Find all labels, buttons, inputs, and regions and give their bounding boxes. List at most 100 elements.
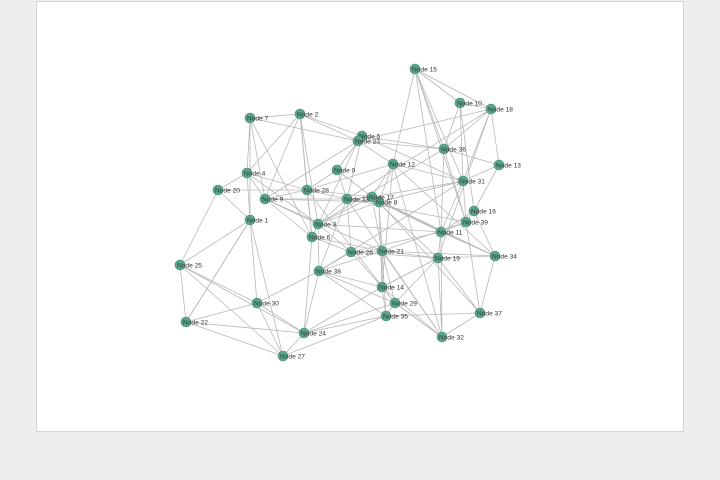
node-12[interactable]: Node 12 xyxy=(387,158,415,170)
node-circle[interactable] xyxy=(298,327,310,339)
node-circle[interactable] xyxy=(180,316,192,328)
node-circle[interactable] xyxy=(366,191,378,203)
node-29[interactable]: Node 29 xyxy=(389,297,417,309)
edge-36-11 xyxy=(440,148,445,233)
node-20[interactable]: Node 20 xyxy=(212,184,240,196)
node-16[interactable]: Node 16 xyxy=(468,205,496,217)
node-circle[interactable] xyxy=(312,218,324,230)
edge-31-39 xyxy=(462,180,467,223)
node-24[interactable]: Node 24 xyxy=(298,327,326,339)
node-circle[interactable] xyxy=(212,184,224,196)
node-circle[interactable] xyxy=(493,159,505,171)
node-11[interactable]: Node 11 xyxy=(435,226,463,238)
node-35[interactable]: Node 35 xyxy=(380,310,408,322)
node-circle[interactable] xyxy=(174,259,186,271)
node-circle[interactable] xyxy=(376,281,388,293)
node-21[interactable]: Node 21 xyxy=(376,245,404,257)
node-label: Node 5 xyxy=(359,133,381,140)
node-28[interactable]: Node 28 xyxy=(301,184,329,196)
node-circle[interactable] xyxy=(436,331,448,343)
edge-22-27 xyxy=(185,321,284,357)
node-34[interactable]: Node 34 xyxy=(489,250,517,262)
edge-4-28 xyxy=(246,172,308,191)
node-circle[interactable] xyxy=(387,158,399,170)
node-label: Node 14 xyxy=(379,284,404,291)
edge-37-35 xyxy=(385,312,481,317)
node-circle[interactable] xyxy=(457,175,469,187)
node-9[interactable]: Node 9 xyxy=(259,193,284,205)
node-33[interactable]: Node 33 xyxy=(341,193,369,205)
node-circle[interactable] xyxy=(301,184,313,196)
node-circle[interactable] xyxy=(432,252,444,264)
edge-32-12 xyxy=(392,163,443,338)
node-39[interactable]: Node 39 xyxy=(460,216,488,228)
node-circle[interactable] xyxy=(489,250,501,262)
node-label: Node 7 xyxy=(247,115,269,122)
node-circle[interactable] xyxy=(409,63,421,75)
node-circle[interactable] xyxy=(352,135,364,147)
node-circle[interactable] xyxy=(435,226,447,238)
node-label: Node 12 xyxy=(390,161,415,168)
node-2[interactable]: Node 2 xyxy=(294,108,319,120)
edge-0-28 xyxy=(306,169,338,191)
node-25[interactable]: Node 25 xyxy=(174,259,202,271)
node-0[interactable]: Node 0 xyxy=(331,164,356,176)
node-circle[interactable] xyxy=(277,350,289,362)
node-circle[interactable] xyxy=(251,297,263,309)
node-label: Node 1 xyxy=(247,217,269,224)
node-circle[interactable] xyxy=(380,310,392,322)
node-circle[interactable] xyxy=(244,214,256,226)
node-label: Node 6 xyxy=(309,234,331,241)
node-circle[interactable] xyxy=(313,265,325,277)
node-14[interactable]: Node 14 xyxy=(376,281,404,293)
edge-10-16 xyxy=(459,102,475,212)
node-10[interactable]: Node 10 xyxy=(454,97,482,109)
node-37[interactable]: Node 37 xyxy=(474,307,502,319)
node-4[interactable]: Node 4 xyxy=(241,167,266,179)
node-31[interactable]: Node 31 xyxy=(457,175,485,187)
node-32[interactable]: Node 32 xyxy=(436,331,464,343)
node-3[interactable]: Node 3 xyxy=(312,218,337,230)
node-circle[interactable] xyxy=(460,216,472,228)
node-7[interactable]: Node 7 xyxy=(244,112,269,124)
node-circle[interactable] xyxy=(306,231,318,243)
node-1[interactable]: Node 1 xyxy=(244,214,269,226)
node-circle[interactable] xyxy=(345,246,357,258)
edge-31-38 xyxy=(318,180,464,272)
node-30[interactable]: Node 30 xyxy=(251,297,279,309)
node-circle[interactable] xyxy=(244,112,256,124)
node-label: Node 28 xyxy=(304,187,329,194)
node-22[interactable]: Node 22 xyxy=(180,316,208,328)
node-18[interactable]: Node 18 xyxy=(485,103,513,115)
node-circle[interactable] xyxy=(474,307,486,319)
edge-30-24 xyxy=(256,302,305,334)
node-6[interactable]: Node 6 xyxy=(306,231,331,243)
node-circle[interactable] xyxy=(259,193,271,205)
node-circle[interactable] xyxy=(454,97,466,109)
edge-17-19 xyxy=(371,196,439,259)
edge-4-3 xyxy=(246,172,319,225)
node-circle[interactable] xyxy=(294,108,306,120)
node-26[interactable]: Node 26 xyxy=(345,246,373,258)
node-17[interactable]: Node 17 xyxy=(366,191,394,203)
node-circle[interactable] xyxy=(389,297,401,309)
node-circle[interactable] xyxy=(241,167,253,179)
node-circle[interactable] xyxy=(376,245,388,257)
edge-15-31 xyxy=(414,68,464,182)
node-circle[interactable] xyxy=(341,193,353,205)
node-label: Node 23 xyxy=(355,138,380,145)
node-15[interactable]: Node 15 xyxy=(409,63,437,75)
edge-8-14 xyxy=(378,201,383,288)
node-19[interactable]: Node 19 xyxy=(432,252,460,264)
node-36[interactable]: Node 36 xyxy=(438,143,466,155)
node-label: Node 18 xyxy=(488,106,513,113)
node-23[interactable]: Node 23 xyxy=(352,135,380,147)
node-circle[interactable] xyxy=(468,205,480,217)
node-circle[interactable] xyxy=(485,103,497,115)
edge-19-34 xyxy=(437,255,496,259)
node-circle[interactable] xyxy=(331,164,343,176)
node-38[interactable]: Node 38 xyxy=(313,265,341,277)
node-13[interactable]: Node 13 xyxy=(493,159,521,171)
node-circle[interactable] xyxy=(438,143,450,155)
node-27[interactable]: Node 27 xyxy=(277,350,305,362)
